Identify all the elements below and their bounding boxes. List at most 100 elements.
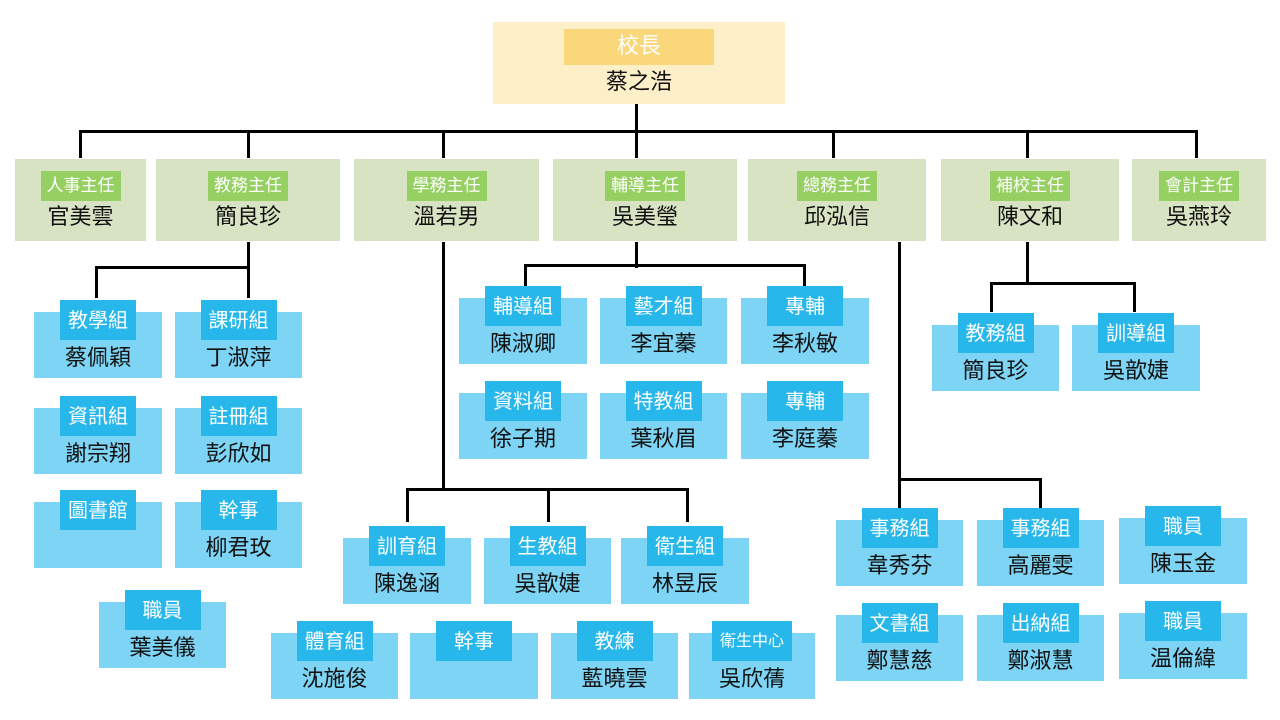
section-name: 吳歆婕	[1102, 359, 1169, 384]
connector-night-school-left	[990, 282, 993, 312]
connector-student-affairs-mid	[547, 488, 550, 522]
director-title: 總務主任	[797, 171, 877, 201]
section-name: 簡良珍	[962, 359, 1029, 384]
section-name: 高麗雯	[1007, 554, 1074, 579]
section-box: 資料組 徐子期	[459, 381, 587, 459]
section-title: 特教組	[625, 381, 702, 421]
section-title: 資料組	[485, 381, 561, 421]
section-title: 藝才組	[625, 286, 702, 326]
section-title: 幹事	[200, 490, 277, 530]
section-box: 衛生中心 吳欣蒨	[689, 621, 815, 699]
section-box: 職員 陳玉金	[1119, 506, 1247, 584]
section-title: 課研組	[200, 300, 277, 340]
connector-general-affairs-bus	[898, 478, 1041, 481]
section-title: 體育組	[296, 621, 373, 661]
section-title: 衛生組	[647, 526, 723, 566]
connector-night-school-down	[1026, 242, 1029, 284]
section-title: 職員	[124, 590, 201, 630]
director-title: 輔導主任	[605, 171, 685, 201]
connector-to-academic	[247, 130, 250, 158]
section-box: 教務組 簡良珍	[932, 313, 1059, 391]
section-title: 生教組	[509, 526, 586, 566]
director-general-affairs: 總務主任 邱泓信	[748, 159, 926, 241]
section-name: 葉美儀	[129, 636, 196, 661]
principal-title: 校長	[564, 29, 714, 65]
connector-night-school-right	[1133, 282, 1136, 312]
connector-counseling-left	[524, 264, 527, 290]
connector-counseling-right	[803, 264, 806, 290]
section-name: 彭欣如	[205, 442, 272, 467]
section-title: 專輔	[767, 286, 843, 326]
section-title: 職員	[1145, 506, 1221, 546]
director-name: 溫若男	[413, 205, 480, 230]
section-title: 教練	[576, 621, 653, 661]
connector-student-affairs-left	[406, 488, 409, 522]
section-name: 吳歆婕	[514, 572, 581, 597]
section-name: 李宜蓁	[630, 332, 697, 357]
section-name: 葉秋眉	[630, 427, 697, 452]
section-box: 職員 葉美儀	[99, 590, 226, 668]
section-name: 徐子期	[489, 427, 556, 452]
connector-night-school-bus	[990, 282, 1136, 285]
section-title: 訓導組	[1098, 313, 1174, 353]
connector-general-affairs-right	[1039, 478, 1042, 508]
principal-name: 蔡之浩	[605, 70, 672, 95]
director-name: 陳文和	[996, 205, 1063, 230]
director-student-affairs: 學務主任 溫若男	[354, 159, 539, 241]
section-box: 事務組 高麗雯	[977, 508, 1104, 586]
section-box: 出納組 鄭淑慧	[977, 603, 1104, 681]
director-title: 會計主任	[1159, 171, 1239, 201]
section-name: 鄭淑慧	[1007, 649, 1074, 674]
section-title: 職員	[1145, 601, 1221, 641]
director-name: 吳燕玲	[1165, 205, 1232, 230]
section-name: 陳淑卿	[489, 332, 556, 357]
director-name: 吳美瑩	[611, 205, 678, 230]
section-name: 沈施俊	[301, 667, 368, 692]
section-title: 教學組	[60, 300, 136, 340]
section-title: 訓育組	[369, 526, 445, 566]
section-name: 李庭蓁	[771, 427, 838, 452]
section-name: 藍曉雲	[581, 667, 648, 692]
section-title: 教務組	[957, 313, 1034, 353]
section-name: 林昱辰	[651, 572, 718, 597]
section-title: 事務組	[1002, 508, 1079, 548]
section-box: 圖書館	[34, 490, 162, 568]
connector-to-counseling	[635, 130, 638, 158]
connector-to-night-school	[1026, 130, 1029, 158]
connector-counseling-down	[635, 242, 638, 268]
director-academic: 教務主任 簡良珍	[156, 159, 340, 241]
connector-to-student-affairs	[442, 130, 445, 158]
section-title: 專輔	[767, 381, 843, 421]
section-name: 蔡佩穎	[64, 346, 131, 371]
section-title: 事務組	[861, 508, 938, 548]
section-box: 衛生組 林昱辰	[621, 526, 749, 604]
section-box: 特教組 葉秋眉	[600, 381, 727, 459]
section-name: 陳玉金	[1149, 552, 1216, 577]
connector-counseling-bus	[524, 264, 806, 267]
director-title: 人事主任	[40, 171, 121, 201]
section-box: 訓育組 陳逸涵	[343, 526, 471, 604]
section-name: 陳逸涵	[373, 572, 440, 597]
connector-principal-down	[635, 104, 638, 132]
section-name: 柳君玫	[205, 536, 272, 561]
section-title: 幹事	[436, 621, 512, 661]
section-box: 藝才組 李宜蓁	[600, 286, 727, 364]
section-name: 韋秀芬	[866, 554, 933, 579]
section-box: 專輔 李秋敏	[741, 286, 869, 364]
section-box: 教練 藍曉雲	[551, 621, 678, 699]
section-box: 生教組 吳歆婕	[484, 526, 611, 604]
director-name: 邱泓信	[803, 205, 870, 230]
connector-student-affairs-down	[442, 242, 445, 490]
connector-academic-bus	[95, 266, 250, 269]
section-title: 出納組	[1002, 603, 1079, 643]
connector-directors-bus	[79, 130, 1198, 133]
section-box: 職員 温倫緯	[1119, 601, 1247, 679]
section-box: 輔導組 陳淑卿	[459, 286, 587, 364]
section-name: 丁淑萍	[205, 346, 272, 371]
connector-academic-down	[247, 242, 250, 268]
section-name: 李秋敏	[771, 332, 838, 357]
section-box: 註冊組 彭欣如	[175, 396, 302, 474]
section-box: 訓導組 吳歆婕	[1072, 313, 1200, 391]
section-title: 註冊組	[200, 396, 277, 436]
director-accounting: 會計主任 吳燕玲	[1132, 159, 1266, 241]
